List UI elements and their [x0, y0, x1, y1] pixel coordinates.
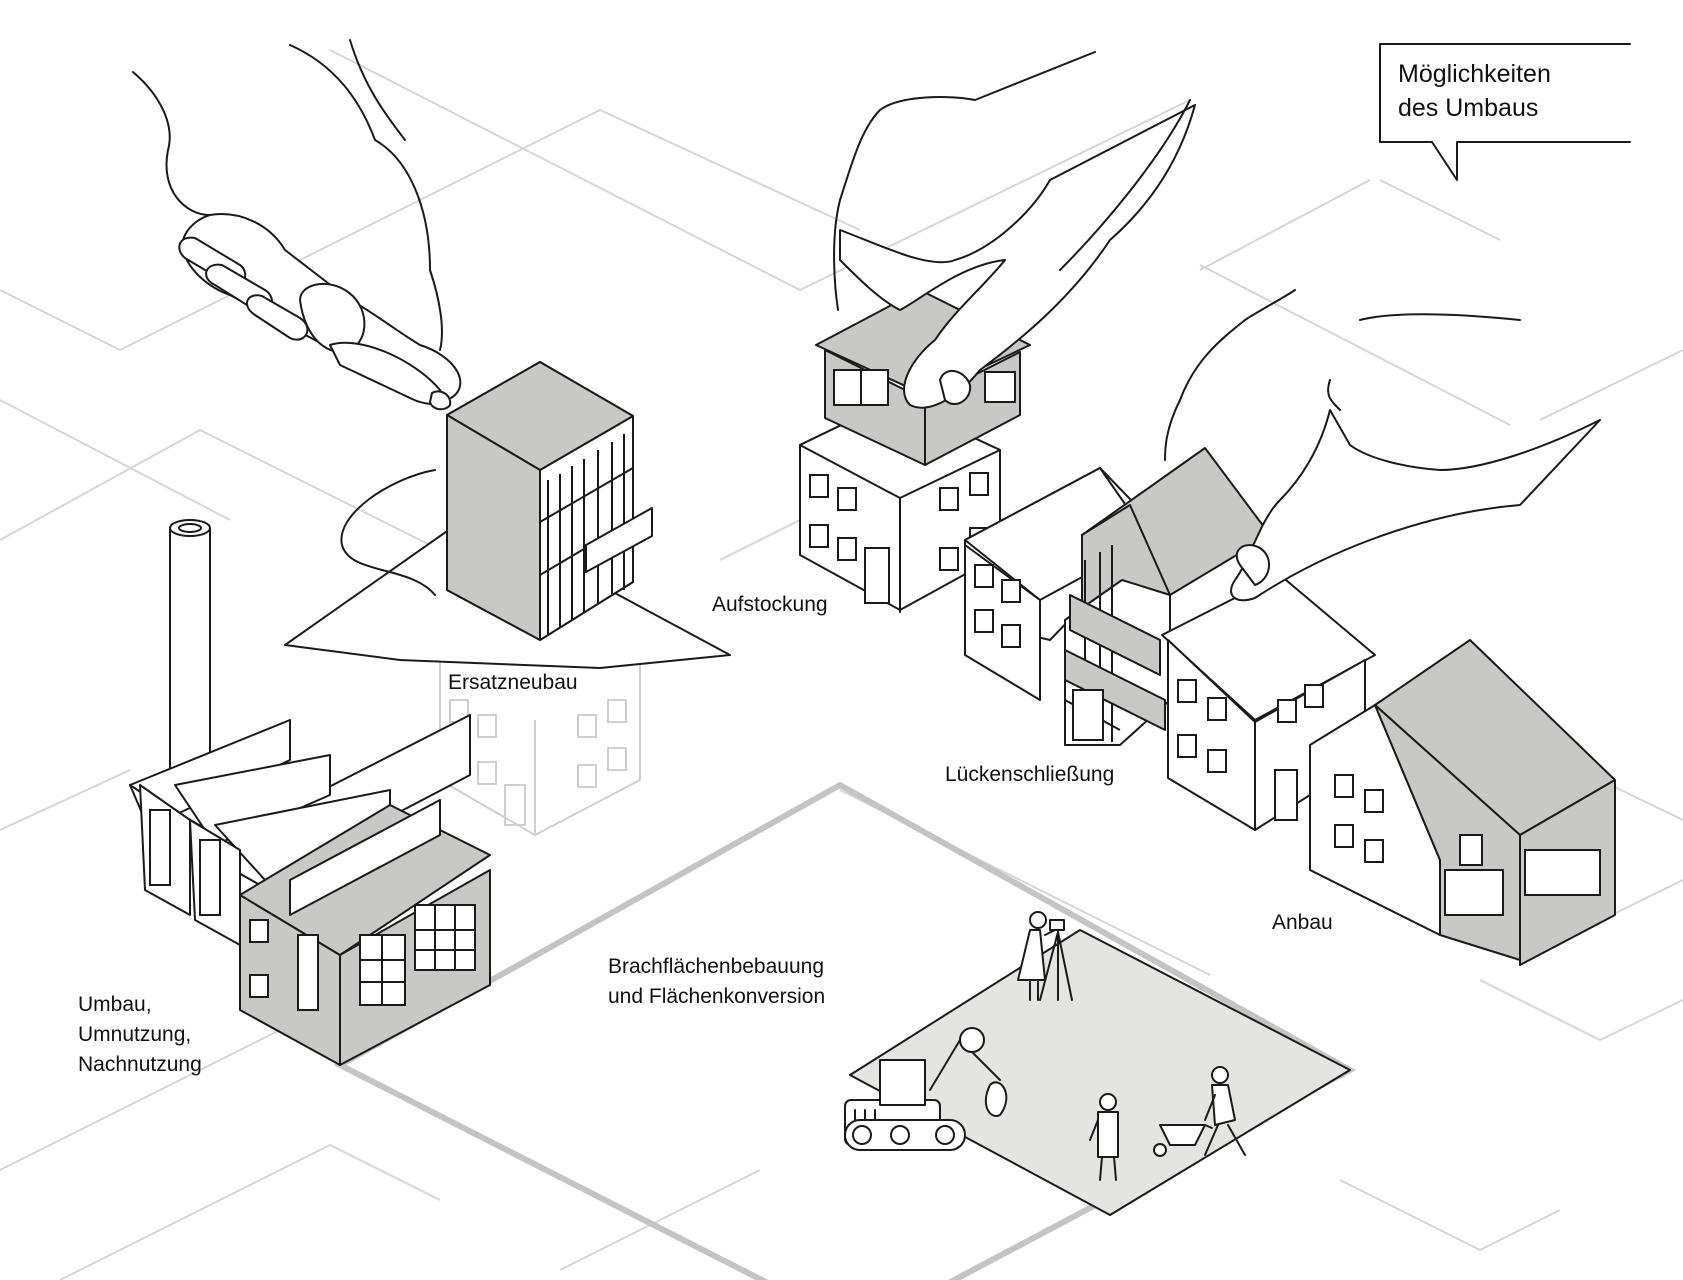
label-lueckenschliessung: Lückenschließung [945, 763, 1115, 786]
anbau-house [1309, 639, 1616, 966]
label-ersatzneubau: Ersatzneubau [448, 671, 578, 694]
label-aufstockung: Aufstockung [712, 593, 828, 616]
label-anbau: Anbau [1272, 911, 1333, 934]
gap-infill-building [1064, 447, 1271, 746]
brownfield-parcel [333, 781, 1357, 1280]
hand-lifting [833, 51, 1196, 409]
new-building [284, 361, 731, 669]
surveyor [1017, 911, 1073, 1001]
worker [1089, 1093, 1119, 1181]
label-umbau: Umbau, Umnutzung, Nachnutzung [78, 993, 202, 1076]
label-brachflaechen: Brachflächenbebauung und Flächenkonversi… [608, 955, 826, 1008]
speech-bubble [1379, 43, 1631, 181]
worker-with-wheelbarrow [1153, 1066, 1246, 1157]
excavator [844, 1027, 1008, 1151]
diagram-title: Möglichkeiten des Umbaus [1398, 60, 1551, 122]
factory [129, 519, 491, 1066]
aufstockung-house [799, 289, 1031, 613]
hand-with-pen [132, 39, 462, 411]
row-house-left [964, 467, 1161, 701]
hand-pushing [1164, 289, 1601, 602]
